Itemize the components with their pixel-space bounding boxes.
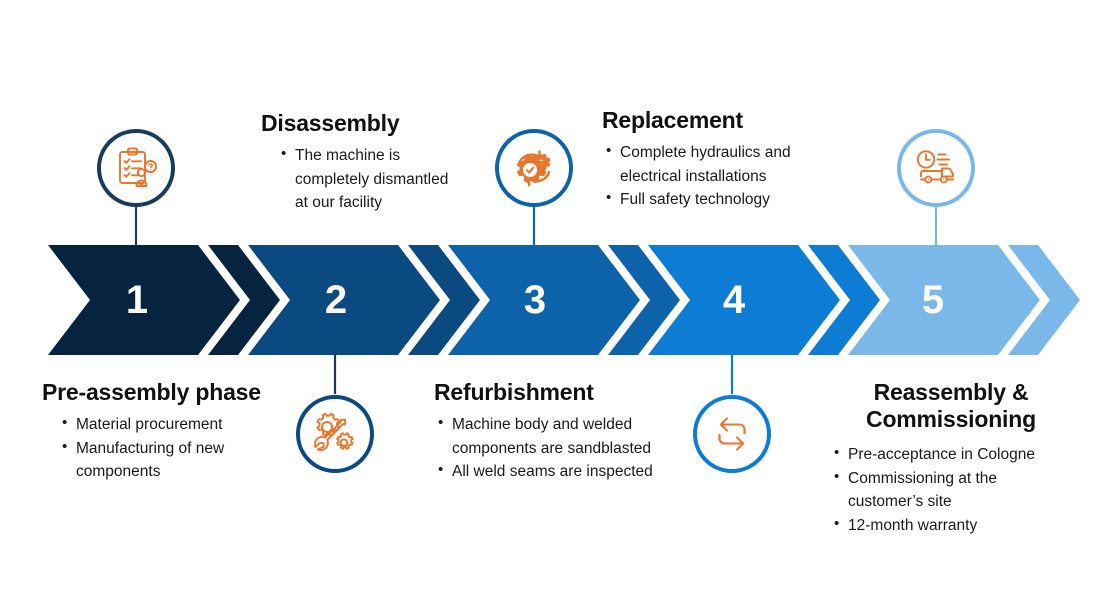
step-5-title: Reassembly & Commissioning — [866, 379, 1036, 432]
step-1-bullets: Material procurement Manufacturing of ne… — [42, 412, 272, 484]
list-item: Commissioning at the customer’s site — [834, 466, 1076, 514]
clipboard-checklist-icon — [119, 147, 158, 187]
step-3-title: Refurbishment — [434, 379, 594, 405]
chevron-small-4 — [808, 245, 880, 355]
list-item: All weld seams are inspected — [438, 459, 670, 484]
icon-circle-step-5[interactable] — [897, 129, 975, 207]
chevron-step-5 — [848, 245, 1080, 355]
text-block-step-5: Reassembly & Commissioning Pre-acceptanc… — [826, 379, 1076, 538]
step-3-bullets: Machine body and welded components are s… — [434, 412, 670, 484]
step-1-title: Pre-assembly phase — [42, 379, 261, 405]
step-4-title: Replacement — [602, 107, 743, 133]
step-number-3: 3 — [523, 278, 547, 322]
chevron-small-3 — [608, 245, 680, 355]
list-item: Material procurement — [62, 412, 272, 437]
icon-circle-step-1[interactable] — [97, 129, 175, 207]
chevron-step-4 — [648, 245, 880, 355]
step-number-4: 4 — [722, 278, 746, 322]
gear-wrench-icon — [313, 412, 354, 451]
list-item: Manufacturing of new components — [62, 436, 272, 484]
chevron-small-1 — [208, 245, 280, 355]
list-item: The machine is completely dismantled at … — [281, 143, 461, 215]
chevron-small-5 — [1008, 245, 1080, 355]
gears-check-refresh-icon — [516, 150, 551, 187]
step-5-bullets: Pre-acceptance in Cologne Commissioning … — [826, 442, 1076, 538]
list-item: 12-month warranty — [834, 513, 1076, 538]
text-block-step-2: Disassembly The machine is completely di… — [261, 110, 461, 215]
icon-circle-step-2[interactable] — [296, 395, 374, 473]
step-number-1: 1 — [125, 278, 149, 322]
text-block-step-3: Refurbishment Machine body and welded co… — [434, 379, 670, 484]
step-2-title: Disassembly — [261, 110, 400, 136]
list-item: Complete hydraulics and electrical insta… — [606, 140, 828, 188]
clock-delivery-truck-icon — [916, 150, 954, 184]
step-number-2: 2 — [324, 278, 348, 322]
text-block-step-1: Pre-assembly phase Material procurement … — [42, 379, 272, 484]
list-item: Full safety technology — [606, 187, 828, 212]
list-item: Pre-acceptance in Cologne — [834, 442, 1076, 467]
chevron-small-2 — [408, 245, 480, 355]
icon-circle-step-3[interactable] — [495, 129, 573, 207]
step-4-bullets: Complete hydraulics and electrical insta… — [602, 140, 828, 212]
step-2-bullets: The machine is completely dismantled at … — [261, 143, 461, 215]
step-number-5: 5 — [921, 278, 945, 322]
exchange-arrows-icon — [718, 417, 746, 451]
text-block-step-4: Replacement Complete hydraulics and elec… — [602, 107, 828, 212]
icon-circle-step-4[interactable] — [693, 395, 771, 473]
list-item: Machine body and welded components are s… — [438, 412, 670, 460]
